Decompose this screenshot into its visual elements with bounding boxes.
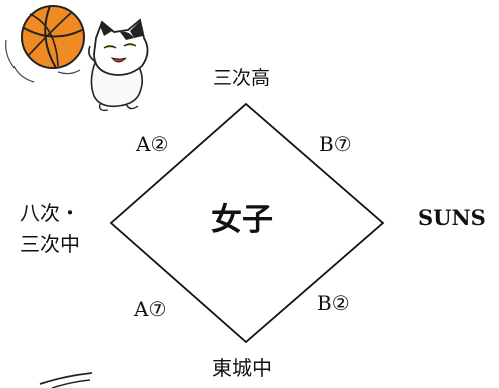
edge-bottom-left-label: A⑦ (134, 297, 167, 321)
cat-mascot-icon (88, 18, 149, 112)
edge-top-left-label: A② (136, 132, 169, 156)
node-top-label: 三次高 (213, 67, 271, 89)
node-bottom-label: 東城中 (212, 356, 272, 380)
node-left-label-line2: 三次中 (20, 232, 80, 256)
edge-top-right-label: B⑦ (319, 132, 352, 156)
node-right-label: SUNS (418, 205, 486, 230)
sketch-stroke-icon (39, 372, 93, 388)
center-label: 女子 (211, 202, 273, 238)
edge-bottom-right-label: B② (317, 291, 350, 315)
node-left-label-line1: 八次・ (20, 201, 80, 225)
basketball-icon (5, 5, 85, 83)
diamond-outline (109, 102, 385, 344)
